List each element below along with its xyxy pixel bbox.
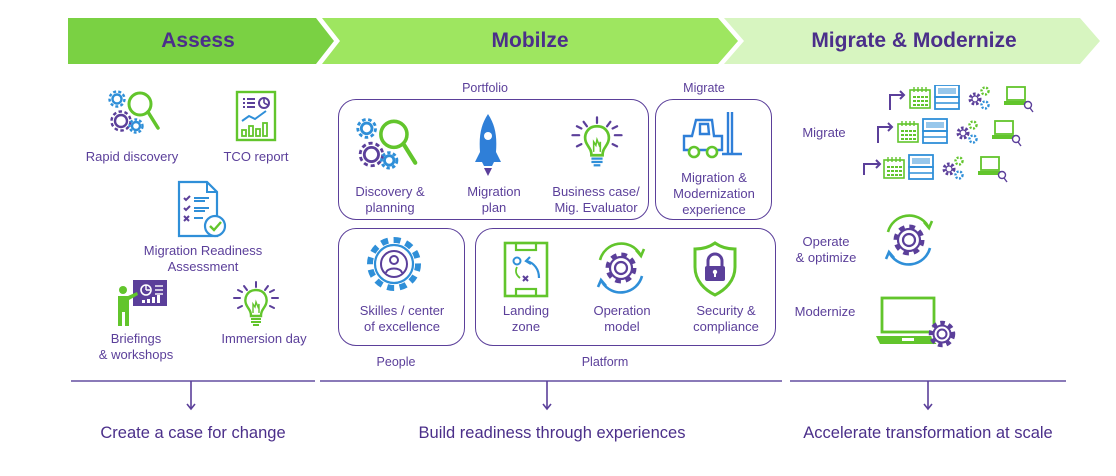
outcome-mobilize: Build readiness through experiences	[418, 424, 686, 442]
label-line: Briefings	[110, 331, 162, 346]
field-strategy-icon	[503, 241, 549, 298]
assess-label-migration-readiness: Migration Readiness Assessment	[126, 243, 280, 275]
mobilize-label-migration-modernization: Migration & Modernization experience	[660, 170, 768, 218]
mobilize-label-migration-plan: Migration plan	[452, 184, 536, 216]
assess-label-rapid-discovery: Rapid discovery	[85, 149, 179, 164]
chevron-assess	[68, 18, 334, 64]
mobilize-label-operation-model: Operation model	[584, 303, 660, 335]
label-line: & optimize	[795, 250, 857, 265]
label-line: planning	[365, 200, 415, 215]
label-line: Discovery &	[355, 184, 425, 199]
checklist-document-icon	[177, 180, 227, 238]
label-line: Security &	[696, 303, 756, 318]
label-line: Operate	[802, 234, 850, 249]
gear-person-icon	[367, 237, 421, 291]
label-line: Operation	[593, 303, 651, 318]
modernize-label-migrate: Migrate	[802, 125, 846, 140]
migration-flow-icon	[863, 85, 1034, 183]
label-line: Assessment	[167, 259, 239, 274]
mobilize-label-security: Security & compliance	[680, 303, 772, 335]
modernize-label-modernize: Modernize	[794, 304, 856, 319]
label-line: zone	[511, 319, 541, 334]
gears-magnifier-icon	[108, 90, 160, 134]
label-line: Business case/	[552, 184, 640, 199]
mobilize-label-discovery: Discovery & planning	[345, 184, 435, 216]
gear-cycle-icon	[884, 214, 934, 266]
chevron-mobilize	[322, 18, 738, 64]
outcome-assess: Create a case for change	[100, 424, 286, 442]
phase-chevrons	[68, 18, 1100, 64]
people-group-box	[338, 228, 465, 346]
label-line: model	[604, 319, 640, 334]
group-title-people: People	[376, 355, 416, 369]
lightbulb-icon	[571, 116, 623, 167]
laptop-gear-icon	[876, 296, 956, 348]
gear-cycle-icon	[596, 242, 646, 294]
mobilize-divider	[320, 380, 782, 382]
phase-label-mobilize: Mobilze	[491, 29, 569, 52]
label-line: experience	[682, 202, 746, 217]
arrow-down-icon	[542, 381, 552, 411]
label-line: compliance	[693, 319, 759, 334]
mobilize-label-skills: Skilles / center of excellence	[346, 303, 458, 335]
assess-label-tco-report: TCO report	[223, 149, 289, 164]
mobilize-label-landing-zone: Landing zone	[490, 303, 562, 335]
platform-group-box	[475, 228, 776, 346]
label-line: Migration Readiness	[143, 243, 263, 258]
modernize-label-operate: Operate & optimize	[788, 234, 864, 266]
assess-label-immersion-day: Immersion day	[221, 331, 307, 346]
outcome-modernize: Accelerate transformation at scale	[803, 424, 1053, 442]
chevron-modernize	[724, 18, 1100, 64]
arrow-down-icon	[186, 381, 196, 411]
portfolio-group-box	[338, 99, 649, 220]
phase-label-assess: Assess	[161, 29, 235, 52]
presenter-board-icon	[118, 280, 167, 326]
gears-magnifier-icon	[356, 118, 418, 170]
phase-label-modernize: Migrate & Modernize	[811, 29, 1017, 52]
label-line: Landing	[502, 303, 550, 318]
group-title-portfolio: Portfolio	[462, 81, 508, 95]
rocket-icon	[475, 114, 501, 176]
label-line: plan	[481, 200, 507, 215]
label-line: of excellence	[364, 319, 440, 334]
label-line: Migration	[467, 184, 521, 199]
mobilize-label-business-case: Business case/ Mig. Evaluator	[544, 184, 648, 216]
shield-lock-icon	[693, 241, 737, 297]
label-line: Skilles / center	[359, 303, 445, 318]
label-line: & workshops	[98, 347, 174, 362]
arrow-down-icon	[923, 381, 933, 411]
label-line: Migration &	[681, 170, 747, 185]
report-chart-icon	[235, 90, 277, 142]
group-title-migrate: Migrate	[683, 81, 725, 95]
assess-label-briefings: Briefings & workshops	[98, 331, 174, 363]
assess-divider	[71, 380, 315, 382]
label-line: Mig. Evaluator	[554, 200, 638, 215]
group-title-platform: Platform	[581, 355, 629, 369]
forklift-icon	[682, 112, 742, 159]
lightbulb-icon	[233, 281, 279, 326]
label-line: Modernization	[673, 186, 755, 201]
migrate-group-box	[655, 99, 772, 220]
